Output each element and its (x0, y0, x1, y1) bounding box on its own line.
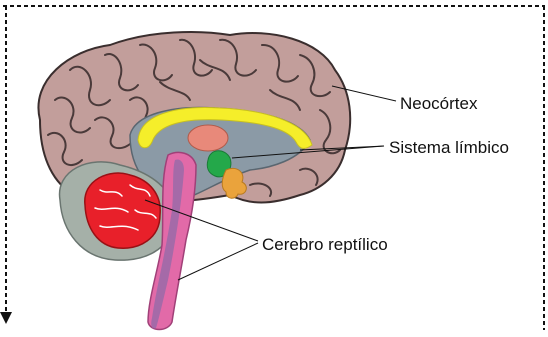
limbic-system-label: Sistema límbico (389, 139, 509, 156)
cerebellum-shape (85, 173, 160, 248)
down-arrow-icon (0, 312, 12, 324)
reptilian-brain-label: Cerebro reptílico (262, 236, 388, 253)
thalamus-shape (188, 125, 228, 151)
neocortex-label: Neocórtex (400, 95, 477, 112)
reptilian-leader-2 (178, 243, 258, 280)
